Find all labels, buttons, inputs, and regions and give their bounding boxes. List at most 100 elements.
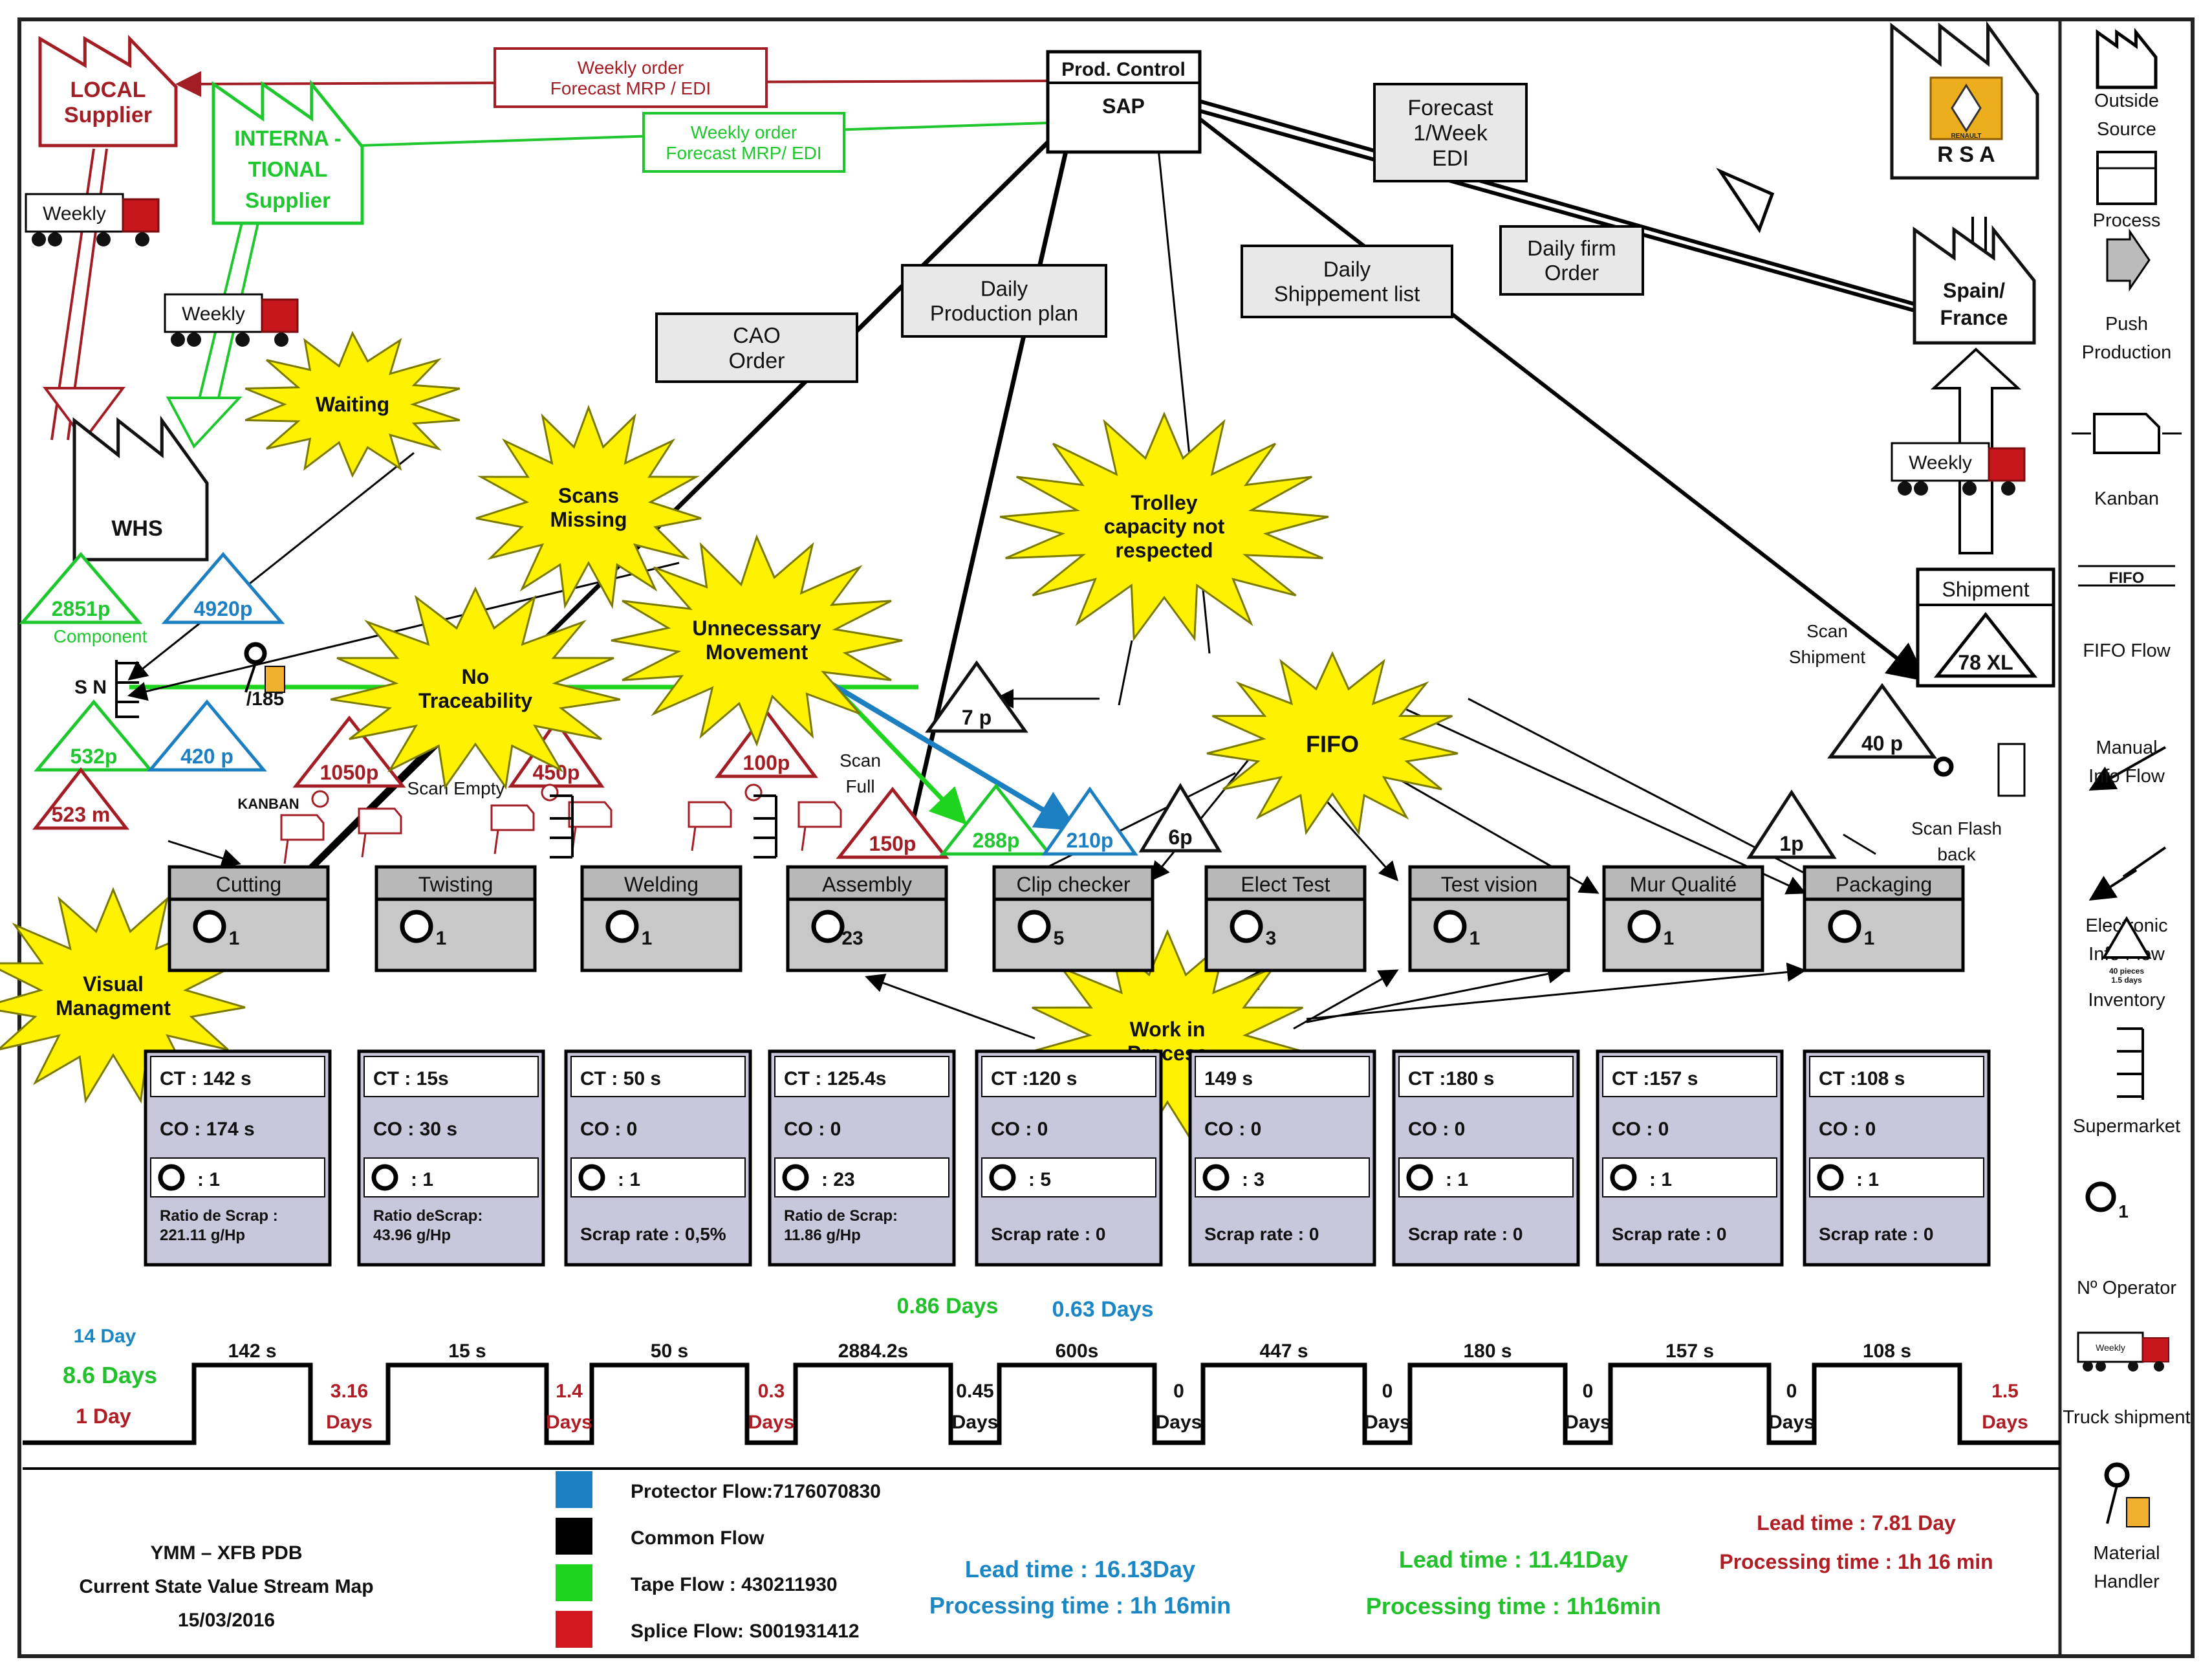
unnecessary-movement-text-line: Unnecessary: [692, 617, 821, 640]
inv-420-value: 420 p: [180, 745, 233, 768]
scans-missing-burst: [475, 404, 702, 609]
operator-icon: [400, 910, 433, 943]
scrap-rate-line: Scrap rate : 0,5%: [580, 1224, 726, 1244]
sn-label: S N: [74, 677, 107, 698]
legend-label: FIFO Flow: [2083, 640, 2171, 661]
ct-cell: [1809, 1056, 1984, 1097]
inv-7-triangle: [925, 660, 1028, 733]
protector-flow-line: [800, 664, 1078, 831]
customer-name: R S A: [1937, 142, 1995, 167]
inv-6-value-line: 6p: [1168, 826, 1192, 849]
handler-icon-cart: [2126, 1497, 2150, 1527]
operator-count-line: : 1: [411, 1169, 433, 1190]
process-operators: 23: [841, 928, 863, 949]
process-packaging: Packaging 1: [1803, 865, 1965, 972]
scrap-rate-line: Scrap rate : 0: [1408, 1224, 1523, 1244]
cycle-time: CT :108 s: [1819, 1068, 1905, 1089]
shipping-truck-trailer: [1891, 442, 1990, 482]
truck-icon-wheel: [2128, 1361, 2138, 1372]
legend-kanban: Kanban: [2072, 413, 2182, 509]
handler-body: [244, 662, 257, 693]
handler-time: /185: [246, 688, 284, 710]
cycle-time-line: CT :108 s: [1819, 1068, 1905, 1089]
cycle-time-line: CT :120 s: [991, 1068, 1077, 1089]
process-time-line: 50 s: [651, 1340, 688, 1362]
scans-missing-text-line: Missing: [550, 508, 627, 531]
start-red: 1 Day: [76, 1405, 131, 1428]
scan-flash-label-line: back: [1937, 844, 1976, 864]
truck-icon-wheel: [2083, 1361, 2093, 1372]
process-header: [374, 865, 537, 901]
process-time: 2884.2s: [838, 1340, 908, 1362]
local-truck-wheel: [135, 232, 149, 246]
scrap-rate-line: 11.86 g/Hp: [784, 1227, 861, 1244]
scrap-rate: Ratio de Scrap:11.86 g/Hp: [784, 1207, 898, 1244]
process-name: Twisting: [418, 873, 493, 896]
changeover: CO : 0: [580, 1119, 637, 1140]
legend-label-line: Production: [2082, 342, 2172, 363]
inv-4920-value: 4920p: [194, 597, 253, 620]
shipment-inventory-value: 78 XL: [1958, 651, 2013, 674]
spain-france-name-line: Spain/: [1943, 279, 2005, 302]
inv-4920-value-line: 4920p: [194, 597, 253, 620]
forecast-text-line: Forecast: [1407, 96, 1493, 120]
outer-frame: [17, 17, 2195, 1658]
operator-count: : 1: [1856, 1169, 1879, 1190]
operator-icon: [1230, 910, 1263, 943]
daily-firm-order-text-line: Daily firm: [1527, 236, 1616, 260]
inv-1-value-line: 1p: [1779, 832, 1803, 855]
legend-label: Tape Flow : 430211930: [631, 1574, 838, 1595]
lead-time-green-line: Processing time : 1h16min: [1366, 1593, 1661, 1619]
wait-time-line: 0: [1382, 1381, 1393, 1402]
process-name-line: Packaging: [1836, 873, 1932, 896]
local-truck-wheel: [48, 232, 62, 246]
process-time: 180 s: [1463, 1340, 1512, 1362]
start-green: 8.6 Days: [63, 1362, 157, 1388]
operator-icon: [1433, 910, 1467, 943]
wait-time-line: Days: [952, 1412, 999, 1433]
local-truck-cab: [122, 198, 160, 233]
legend-supermarket: Supermarket: [2073, 1027, 2180, 1137]
operator-icon: [989, 1164, 1016, 1191]
cycle-time: CT : 50 s: [580, 1068, 661, 1089]
wait-time-line: Days: [1156, 1412, 1202, 1433]
truck-icon-wheel: [2096, 1361, 2106, 1372]
unnecessary-movement-text-line: Movement: [706, 640, 808, 664]
operator-icon: [782, 1164, 809, 1191]
local-supplier-name-line: Supplier: [64, 103, 152, 127]
legend-label-line: Inventory: [2088, 990, 2165, 1011]
truck-icon: [2077, 1331, 2144, 1363]
kanban-label: KANBAN: [237, 796, 299, 812]
intl-truck-wheel: [274, 333, 288, 347]
local-push-arrow: [43, 387, 125, 443]
weekly-order-red-box: [493, 47, 768, 108]
process-time-line: 157 s: [1665, 1340, 1714, 1362]
process-name-line: Clip checker: [1016, 873, 1130, 896]
wip-to-mur: [1306, 964, 1567, 1023]
operator-icon-count-line: 1: [2118, 1201, 2129, 1221]
start-red-line: 1 Day: [76, 1405, 131, 1428]
mid-blue: 0.63 Days: [1052, 1297, 1154, 1322]
prod-control-title-line: Prod. Control: [1061, 59, 1186, 80]
kanban-icon: [2093, 413, 2160, 454]
ct-cell: [570, 1056, 746, 1097]
kanban-label-line: KANBAN: [237, 796, 299, 812]
inv-2851-value: 2851p: [52, 597, 111, 620]
process-name: Cutting: [216, 873, 281, 896]
intl-truck-label: Weekly: [182, 303, 245, 325]
cycle-time: CT :120 s: [991, 1068, 1077, 1089]
process-operators-line: 1: [1864, 928, 1875, 949]
wait-time-line: 0: [1173, 1381, 1184, 1402]
operator-count: : 1: [1649, 1169, 1672, 1190]
no-traceability-text-line: Traceability: [418, 689, 532, 712]
